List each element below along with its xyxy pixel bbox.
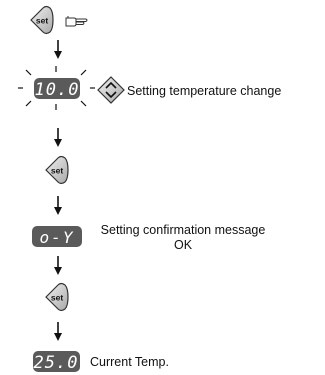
blink-rays-icon bbox=[18, 66, 95, 110]
confirm-caption-line: Setting confirmation message bbox=[100, 223, 266, 237]
display-confirm-value: o-Y bbox=[40, 228, 75, 247]
pointing-hand-icon bbox=[65, 16, 88, 27]
set-key[interactable]: set bbox=[30, 5, 54, 35]
set-key-label: set bbox=[51, 166, 63, 176]
set-key[interactable]: set bbox=[45, 155, 69, 185]
confirm-caption: Setting confirmation message OK bbox=[88, 223, 278, 253]
display-current-value: 25.0 bbox=[34, 353, 79, 373]
display-setpoint: 10.0 bbox=[34, 78, 80, 100]
display-confirm: o-Y bbox=[32, 226, 82, 247]
set-key[interactable]: set bbox=[45, 282, 69, 312]
up-down-arrows-icon[interactable] bbox=[97, 76, 125, 104]
set-key-label: set bbox=[36, 16, 48, 26]
display-setpoint-value: 10.0 bbox=[35, 80, 80, 100]
set-key-label: set bbox=[51, 293, 63, 303]
display-current: 25.0 bbox=[33, 351, 80, 373]
confirm-ok-text: OK bbox=[173, 238, 193, 252]
current-caption: Current Temp. bbox=[90, 355, 169, 369]
setpoint-caption: Setting temperature change bbox=[127, 84, 282, 98]
